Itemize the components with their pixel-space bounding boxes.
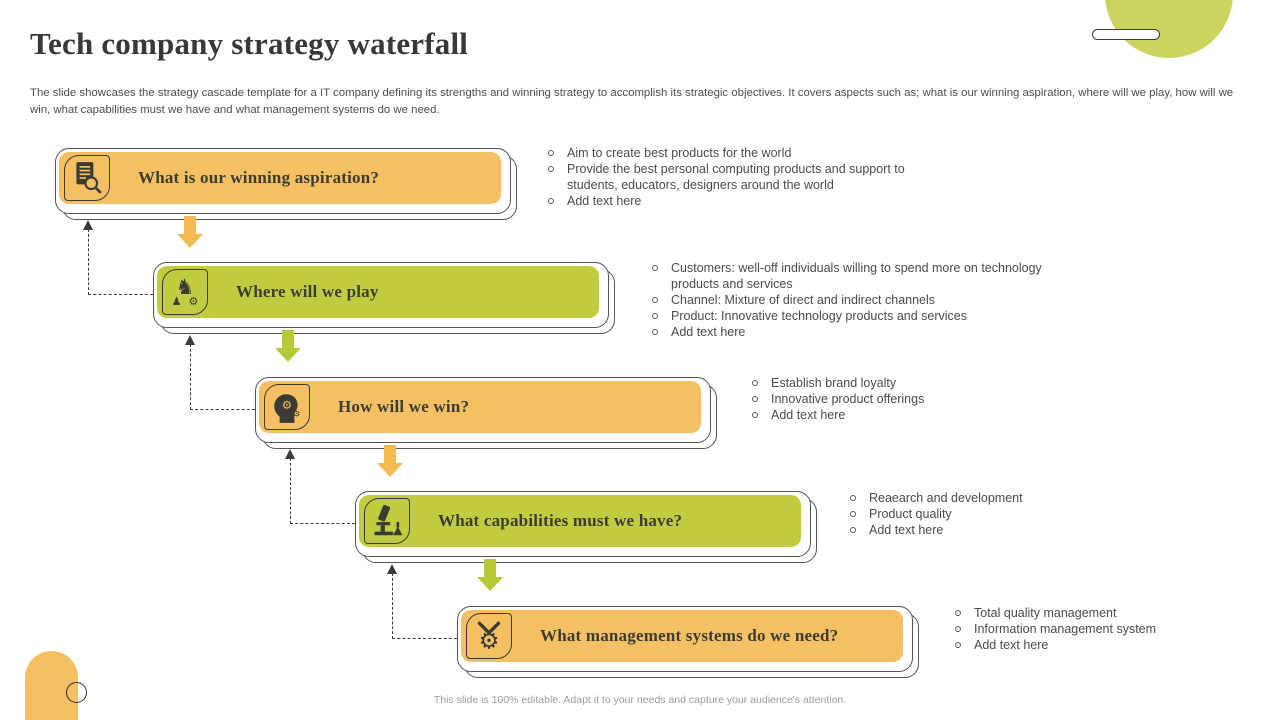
- bullet-text: Product: Innovative technology products …: [671, 309, 968, 323]
- flow-arrow-down-3: [377, 445, 403, 477]
- list-item: Total quality management: [955, 605, 1275, 621]
- slide-description: The slide showcases the strategy cascade…: [30, 87, 1234, 116]
- step-box-capabilities: What capabilities must we have?: [355, 491, 817, 563]
- gear-wrench-icon: ⚙: [477, 621, 501, 654]
- list-item: Add text here: [850, 522, 1170, 538]
- footer-note: This slide is 100% editable. Adapt it to…: [433, 694, 847, 706]
- circle-bullet-icon: [652, 297, 658, 303]
- bullet-list-aspiration: Aim to create best products for the worl…: [548, 145, 936, 209]
- step-label: Where will we play: [236, 282, 379, 301]
- circle-bullet-icon: [850, 495, 856, 501]
- step-box-aspiration: What is our winning aspiration?: [55, 148, 517, 220]
- decorative-pill: [1092, 29, 1160, 40]
- circle-bullet-icon: [752, 380, 758, 386]
- bullet-text: Establish brand loyalty: [771, 376, 897, 390]
- feedback-arrow-3: [284, 449, 355, 524]
- bullet-text: Information management system: [974, 622, 1157, 636]
- circle-bullet-icon: [652, 329, 658, 335]
- bullet-list-management-systems: Total quality management Information man…: [955, 605, 1275, 653]
- bullet-text: Product quality: [869, 507, 952, 521]
- bullet-text: Innovative product offerings: [771, 392, 925, 406]
- step-icon-tile: [364, 498, 410, 544]
- microscope-icon: [374, 504, 403, 536]
- circle-bullet-icon: [652, 265, 658, 271]
- list-item: Add text here: [752, 407, 1072, 423]
- bullet-list-capabilities: Reaearch and development Product quality…: [850, 490, 1170, 538]
- step-icon-tile: [64, 155, 110, 201]
- circle-bullet-icon: [752, 412, 758, 418]
- svg-text:⚙: ⚙: [282, 398, 292, 412]
- circle-bullet-icon: [955, 610, 961, 616]
- flow-arrow-down-4: [477, 559, 503, 591]
- bullet-text: Channel: Mixture of direct and indirect …: [671, 293, 936, 307]
- bullet-list-where-play: Customers: well-off individuals willing …: [652, 260, 1082, 340]
- list-item: Product quality: [850, 506, 1170, 522]
- bullet-text: Add text here: [567, 194, 642, 208]
- list-item: Add text here: [955, 637, 1275, 653]
- feedback-arrow-2: [184, 335, 255, 410]
- bullet-text: Add text here: [771, 408, 846, 422]
- bullet-list-how-win: Establish brand loyalty Innovative produ…: [752, 375, 1072, 423]
- page-title: Tech company strategy waterfall: [30, 26, 469, 61]
- head-gears-icon: ⚙ ⚙: [274, 394, 301, 423]
- bullet-text: Add text here: [869, 523, 944, 537]
- circle-bullet-icon: [752, 396, 758, 402]
- feedback-arrow-1: [82, 220, 153, 295]
- bullet-text: Provide the best personal computing prod…: [567, 162, 905, 192]
- circle-bullet-icon: [548, 166, 554, 172]
- feedback-arrow-4: [386, 564, 457, 639]
- list-item: Aim to create best products for the worl…: [548, 145, 936, 161]
- flow-arrow-down-2: [275, 330, 301, 362]
- step-label: What is our winning aspiration?: [138, 168, 380, 187]
- list-item: Innovative product offerings: [752, 391, 1072, 407]
- step-icon-tile: ⚙ ⚙: [264, 384, 310, 430]
- step-label: What capabilities must we have?: [438, 511, 683, 530]
- list-item: Reaearch and development: [850, 490, 1170, 506]
- chess-strategy-icon: ♞ ♟⚙: [171, 275, 199, 308]
- step-icon-tile: ⚙: [466, 613, 512, 659]
- list-item: Channel: Mixture of direct and indirect …: [652, 292, 1082, 308]
- list-item: Customers: well-off individuals willing …: [652, 260, 1082, 292]
- step-icon-tile: ♞ ♟⚙: [162, 269, 208, 315]
- svg-text:⚙: ⚙: [479, 628, 500, 654]
- list-item: Add text here: [548, 193, 936, 209]
- step-box-how-win: ⚙ ⚙ How will we win?: [255, 377, 717, 449]
- bullet-text: Reaearch and development: [869, 491, 1023, 505]
- step-box-where-play: ♞ ♟⚙ Where will we play: [153, 262, 615, 334]
- step-box-management-systems: ⚙ What management systems do we need?: [457, 606, 919, 678]
- circle-bullet-icon: [955, 642, 961, 648]
- flow-arrow-down-1: [177, 216, 203, 248]
- step-label: What management systems do we need?: [540, 626, 839, 645]
- bullet-text: Aim to create best products for the worl…: [567, 146, 792, 160]
- list-item: Product: Innovative technology products …: [652, 308, 1082, 324]
- circle-bullet-icon: [955, 626, 961, 632]
- list-item: Information management system: [955, 621, 1275, 637]
- list-item: Establish brand loyalty: [752, 375, 1072, 391]
- list-item: Provide the best personal computing prod…: [548, 161, 936, 193]
- circle-bullet-icon: [548, 150, 554, 156]
- bullet-text: Customers: well-off individuals willing …: [671, 261, 1042, 291]
- step-label: How will we win?: [338, 397, 470, 416]
- circle-bullet-icon: [850, 527, 856, 533]
- circle-bullet-icon: [652, 313, 658, 319]
- svg-text:⚙: ⚙: [293, 409, 301, 419]
- list-item: Add text here: [652, 324, 1082, 340]
- circle-bullet-icon: [548, 198, 554, 204]
- document-search-icon: [76, 162, 102, 194]
- decorative-ring: [66, 682, 87, 703]
- bullet-text: Total quality management: [974, 606, 1117, 620]
- bullet-text: Add text here: [974, 638, 1049, 652]
- bullet-text: Add text here: [671, 325, 746, 339]
- circle-bullet-icon: [850, 511, 856, 517]
